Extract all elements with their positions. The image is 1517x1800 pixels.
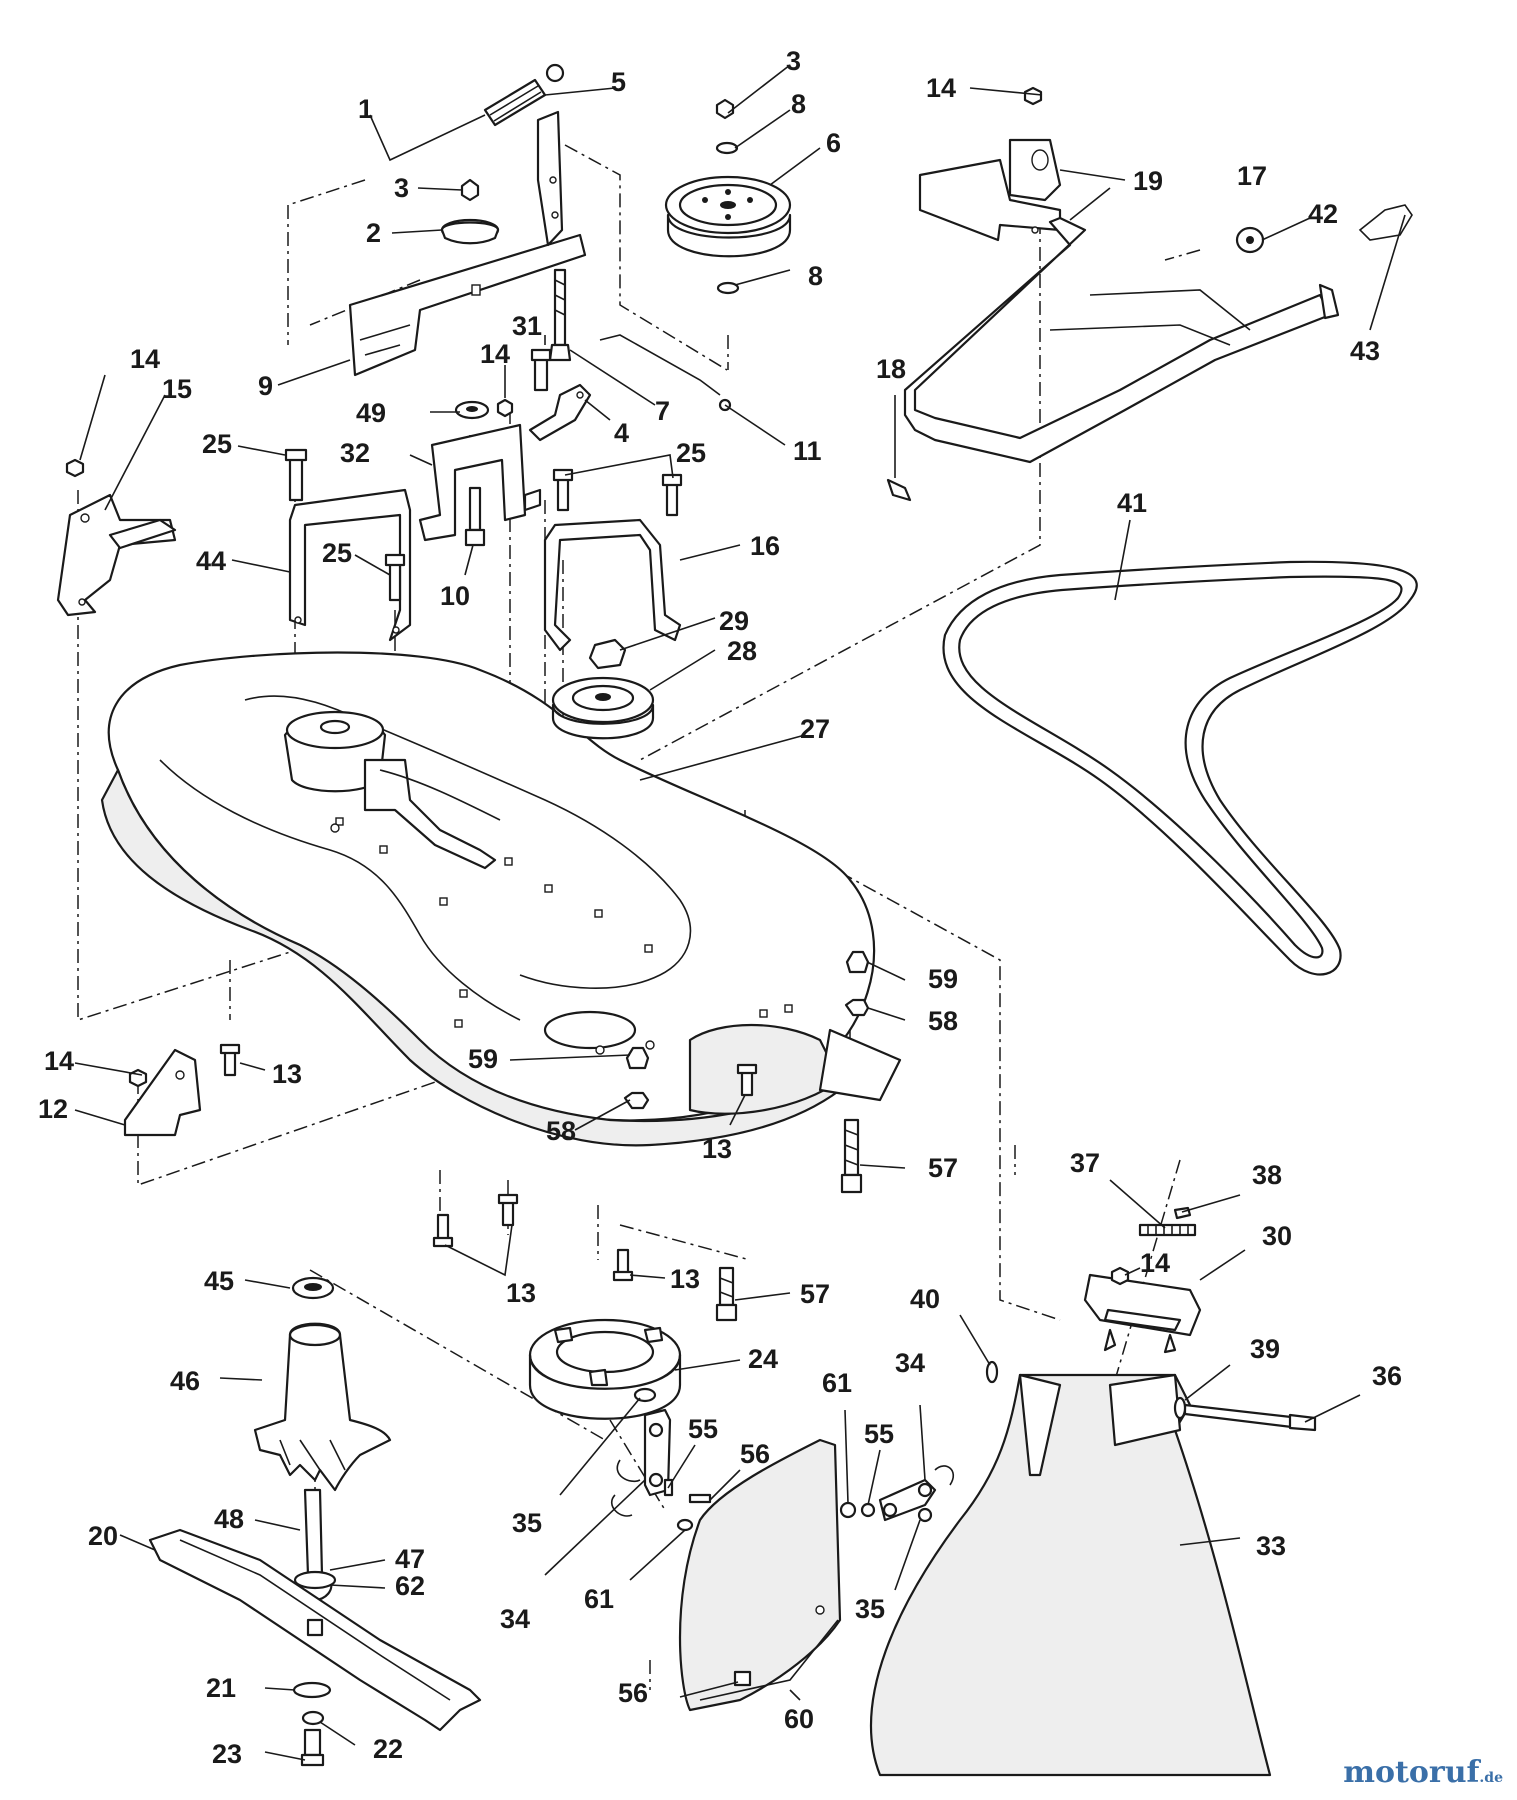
front-bracket-group [123,1043,241,1137]
callout-47: 47 [395,1544,425,1574]
callout-12: 12 [38,1094,68,1124]
callout-60: 60 [784,1704,814,1734]
callout-61: 61 [584,1584,614,1614]
callout-15: 15 [162,374,192,404]
callout-8: 8 [808,261,823,291]
callout-13: 13 [272,1059,302,1089]
callout-14: 14 [1140,1248,1170,1278]
callout-42: 42 [1308,199,1338,229]
deflector-group [869,1206,1317,1777]
callout-59: 59 [928,964,958,994]
watermark-brand: motoruf [1343,1755,1480,1790]
callout-33: 33 [1256,1531,1286,1561]
callout-13: 13 [702,1134,732,1164]
callout-25: 25 [676,438,706,468]
callout-31: 31 [512,311,542,341]
callout-59: 59 [468,1044,498,1074]
callout-34: 34 [500,1604,530,1634]
callout-10: 10 [440,581,470,611]
watermark-tld: .de [1479,1770,1503,1786]
drive-belt [942,560,1418,976]
discharge-chute-group [610,1387,955,1712]
callout-28: 28 [727,636,757,666]
callout-37: 37 [1070,1148,1100,1178]
callout-40: 40 [910,1284,940,1314]
callout-3: 3 [786,46,801,76]
deck-lift-group [886,86,1413,502]
callout-1: 1 [358,94,373,124]
callout-57: 57 [800,1279,830,1309]
callout-35: 35 [512,1508,542,1538]
callout-8: 8 [791,89,806,119]
idler-arm-group [348,63,732,547]
callout-9: 9 [258,371,273,401]
belt-guide-group [543,468,683,740]
callout-24: 24 [748,1344,778,1374]
callout-3: 3 [394,173,409,203]
callout-14: 14 [44,1046,74,1076]
callout-13: 13 [506,1278,536,1308]
callout-29: 29 [719,606,749,636]
callout-62: 62 [395,1571,425,1601]
callout-57: 57 [928,1153,958,1183]
callout-19: 19 [1133,166,1163,196]
callout-16: 16 [750,531,780,561]
callout-30: 30 [1262,1221,1292,1251]
callout-20: 20 [88,1521,118,1551]
callout-14: 14 [926,73,956,103]
spindle-assembly [148,1276,482,1767]
callout-27: 27 [800,714,830,744]
callout-11: 11 [793,436,822,466]
callout-45: 45 [204,1266,234,1296]
callout-56: 56 [740,1439,770,1469]
callout-56: 56 [618,1678,648,1708]
callout-34: 34 [895,1348,925,1378]
callout-7: 7 [655,396,670,426]
callout-32: 32 [340,438,370,468]
callout-61: 61 [822,1368,852,1398]
callout-58: 58 [546,1116,576,1146]
callout-2: 2 [366,218,381,248]
mower-deck [100,651,902,1147]
callout-58: 58 [928,1006,958,1036]
callout-23: 23 [212,1739,242,1769]
callout-43: 43 [1350,336,1380,366]
callout-38: 38 [1252,1160,1282,1190]
watermark-logo: motoruf.de [1343,1755,1503,1790]
idler-pulley [664,98,792,295]
callout-36: 36 [1372,1361,1402,1391]
callout-41: 41 [1117,488,1147,518]
deck-hardware [432,950,870,1322]
callout-25: 25 [202,429,232,459]
callout-55: 55 [688,1414,718,1444]
callout-46: 46 [170,1366,200,1396]
callout-55: 55 [864,1419,894,1449]
callout-13: 13 [670,1264,700,1294]
callout-5: 5 [611,67,626,97]
callout-21: 21 [206,1673,236,1703]
callout-39: 39 [1250,1334,1280,1364]
callout-14: 14 [130,344,160,374]
callout-18: 18 [876,354,906,384]
callout-4: 4 [614,418,629,448]
deck-holes [330,817,793,1055]
left-bracket-group [56,448,412,642]
callout-49: 49 [356,398,386,428]
callout-14: 14 [480,339,510,369]
callout-44: 44 [196,546,226,576]
callout-22: 22 [373,1734,403,1764]
part-24-bumper [528,1318,682,1420]
callout-labels: 1 2 3 3 4 5 6 7 8 8 9 10 11 12 13 13 13 … [38,46,1402,1769]
leader-lines [74,64,1406,1761]
callout-17: 17 [1237,161,1267,191]
callout-25: 25 [322,538,352,568]
callout-48: 48 [214,1504,244,1534]
callout-35: 35 [855,1594,885,1624]
callout-6: 6 [826,128,841,158]
